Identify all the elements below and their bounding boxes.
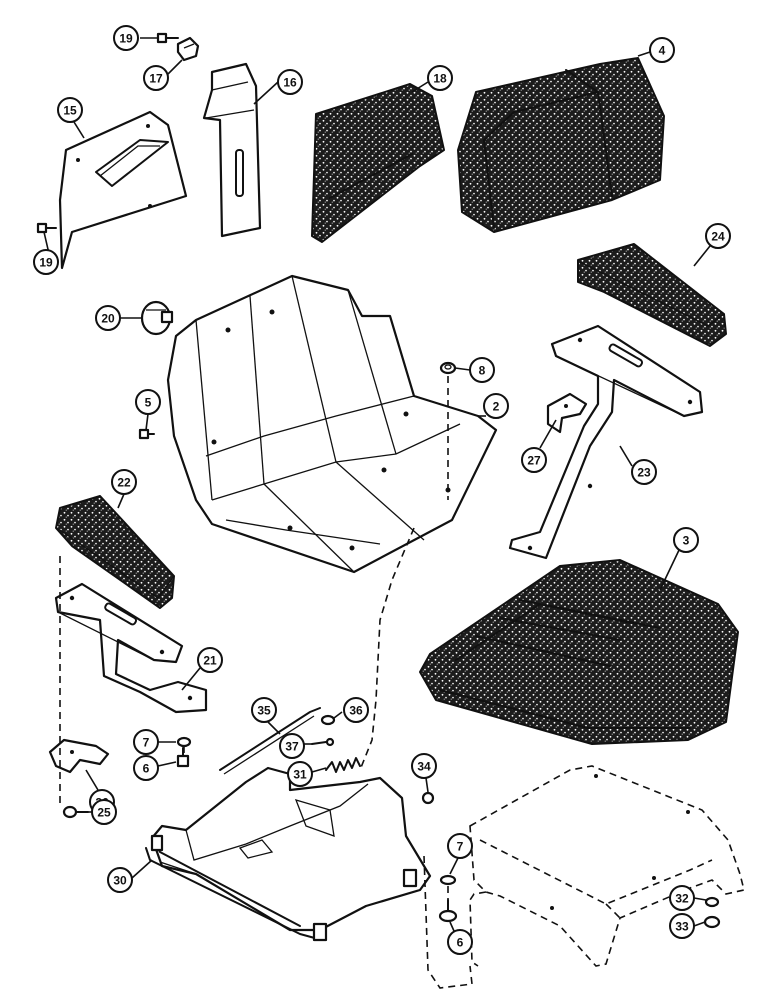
part-37-pin — [311, 737, 335, 747]
svg-text:18: 18 — [433, 72, 447, 86]
part-27-small-bracket — [546, 392, 588, 434]
callout-37: 37 — [279, 733, 305, 759]
part-19-screw-top — [156, 32, 179, 44]
part-7-washer-left — [176, 736, 192, 748]
svg-text:22: 22 — [117, 476, 131, 490]
svg-text:37: 37 — [285, 740, 299, 754]
callout-34: 34 — [411, 753, 437, 779]
callout-8: 8 — [469, 357, 495, 383]
part-3-seat-cushion — [419, 559, 739, 745]
leader-lines — [43, 37, 711, 941]
svg-text:8: 8 — [479, 364, 486, 378]
callout-3: 3 — [673, 527, 699, 553]
svg-text:34: 34 — [417, 760, 431, 774]
assembly-centerlines — [59, 376, 473, 989]
svg-text:31: 31 — [293, 768, 307, 782]
part-21-left-armrest-bracket — [54, 582, 208, 714]
callout-15: 15 — [57, 97, 83, 123]
part-35-rod — [219, 707, 321, 775]
callout-36: 36 — [343, 697, 369, 723]
part-26-angle-bracket — [48, 738, 110, 774]
callout-31: 31 — [287, 761, 313, 787]
callout-19: 19 — [33, 249, 59, 275]
callout-25: 25 — [91, 799, 117, 825]
part-16-slotted-bracket — [202, 62, 262, 238]
svg-text:6: 6 — [457, 936, 464, 950]
svg-text:7: 7 — [457, 840, 464, 854]
part-18-back-side-pad — [311, 83, 445, 243]
callout-18: 18 — [427, 65, 453, 91]
callout-23: 23 — [631, 459, 657, 485]
callout-7: 7 — [447, 833, 473, 859]
callout-21: 21 — [197, 647, 223, 673]
part-6-bolt-left — [176, 747, 190, 768]
callout-24: 24 — [705, 223, 731, 249]
svg-text:16: 16 — [283, 76, 297, 90]
callout-17: 17 — [143, 65, 169, 91]
part-2-seat-pan — [166, 274, 498, 574]
svg-text:5: 5 — [145, 396, 152, 410]
callout-27: 27 — [521, 447, 547, 473]
callout-5: 5 — [135, 389, 161, 415]
svg-text:24: 24 — [711, 230, 725, 244]
part-19-screw-lower — [36, 222, 57, 234]
callout-35: 35 — [251, 697, 277, 723]
callout-20: 20 — [95, 305, 121, 331]
callout-19: 19 — [113, 25, 139, 51]
part-23-right-armrest-bracket — [508, 324, 704, 560]
svg-text:32: 32 — [675, 892, 689, 906]
part-30-seat-base-frame — [145, 766, 432, 942]
part-20-adjust-knob — [140, 300, 174, 336]
part-34-ball — [421, 791, 435, 805]
part-6-bolt-right — [438, 899, 458, 923]
svg-text:17: 17 — [149, 72, 163, 86]
callout-22: 22 — [111, 469, 137, 495]
svg-text:25: 25 — [97, 806, 111, 820]
svg-text:33: 33 — [675, 920, 689, 934]
part-17-clip — [176, 36, 200, 62]
callout-32: 32 — [669, 885, 695, 911]
callout-2: 2 — [483, 393, 509, 419]
svg-text:19: 19 — [39, 256, 53, 270]
svg-text:15: 15 — [63, 104, 77, 118]
svg-text:30: 30 — [113, 874, 127, 888]
part-36-washer — [320, 714, 336, 726]
part-33-nut — [703, 915, 721, 929]
part-15-side-plate — [58, 110, 188, 270]
part-32-washer — [704, 896, 720, 908]
svg-text:20: 20 — [101, 312, 115, 326]
part-4-backrest-cushion — [457, 57, 665, 233]
svg-text:4: 4 — [659, 44, 666, 58]
svg-text:3: 3 — [683, 534, 690, 548]
part-7-washer-right — [439, 874, 457, 886]
part-5-bolt — [138, 428, 155, 440]
part-22-left-armrest-pad — [55, 495, 175, 609]
svg-text:2: 2 — [493, 400, 500, 414]
callout-4: 4 — [649, 37, 675, 63]
svg-text:19: 19 — [119, 32, 133, 46]
callout-6: 6 — [133, 755, 159, 781]
svg-text:21: 21 — [203, 654, 217, 668]
svg-text:23: 23 — [637, 466, 651, 480]
svg-text:35: 35 — [257, 704, 271, 718]
part-24-right-armrest-pad — [577, 243, 727, 347]
callout-16: 16 — [277, 69, 303, 95]
callout-7: 7 — [133, 729, 159, 755]
part-31-spring — [325, 757, 361, 773]
svg-text:27: 27 — [527, 454, 541, 468]
callout-30: 30 — [107, 867, 133, 893]
callout-6: 6 — [447, 929, 473, 955]
svg-text:36: 36 — [349, 704, 363, 718]
callouts: 19 17 16 18 4 15 19 24 20 8 5 2 27 23 22 — [33, 25, 731, 955]
svg-text:6: 6 — [143, 762, 150, 776]
seat-base-cover-dashed — [469, 765, 745, 967]
part-8-nut — [439, 361, 457, 375]
callout-33: 33 — [669, 913, 695, 939]
svg-text:7: 7 — [143, 736, 150, 750]
